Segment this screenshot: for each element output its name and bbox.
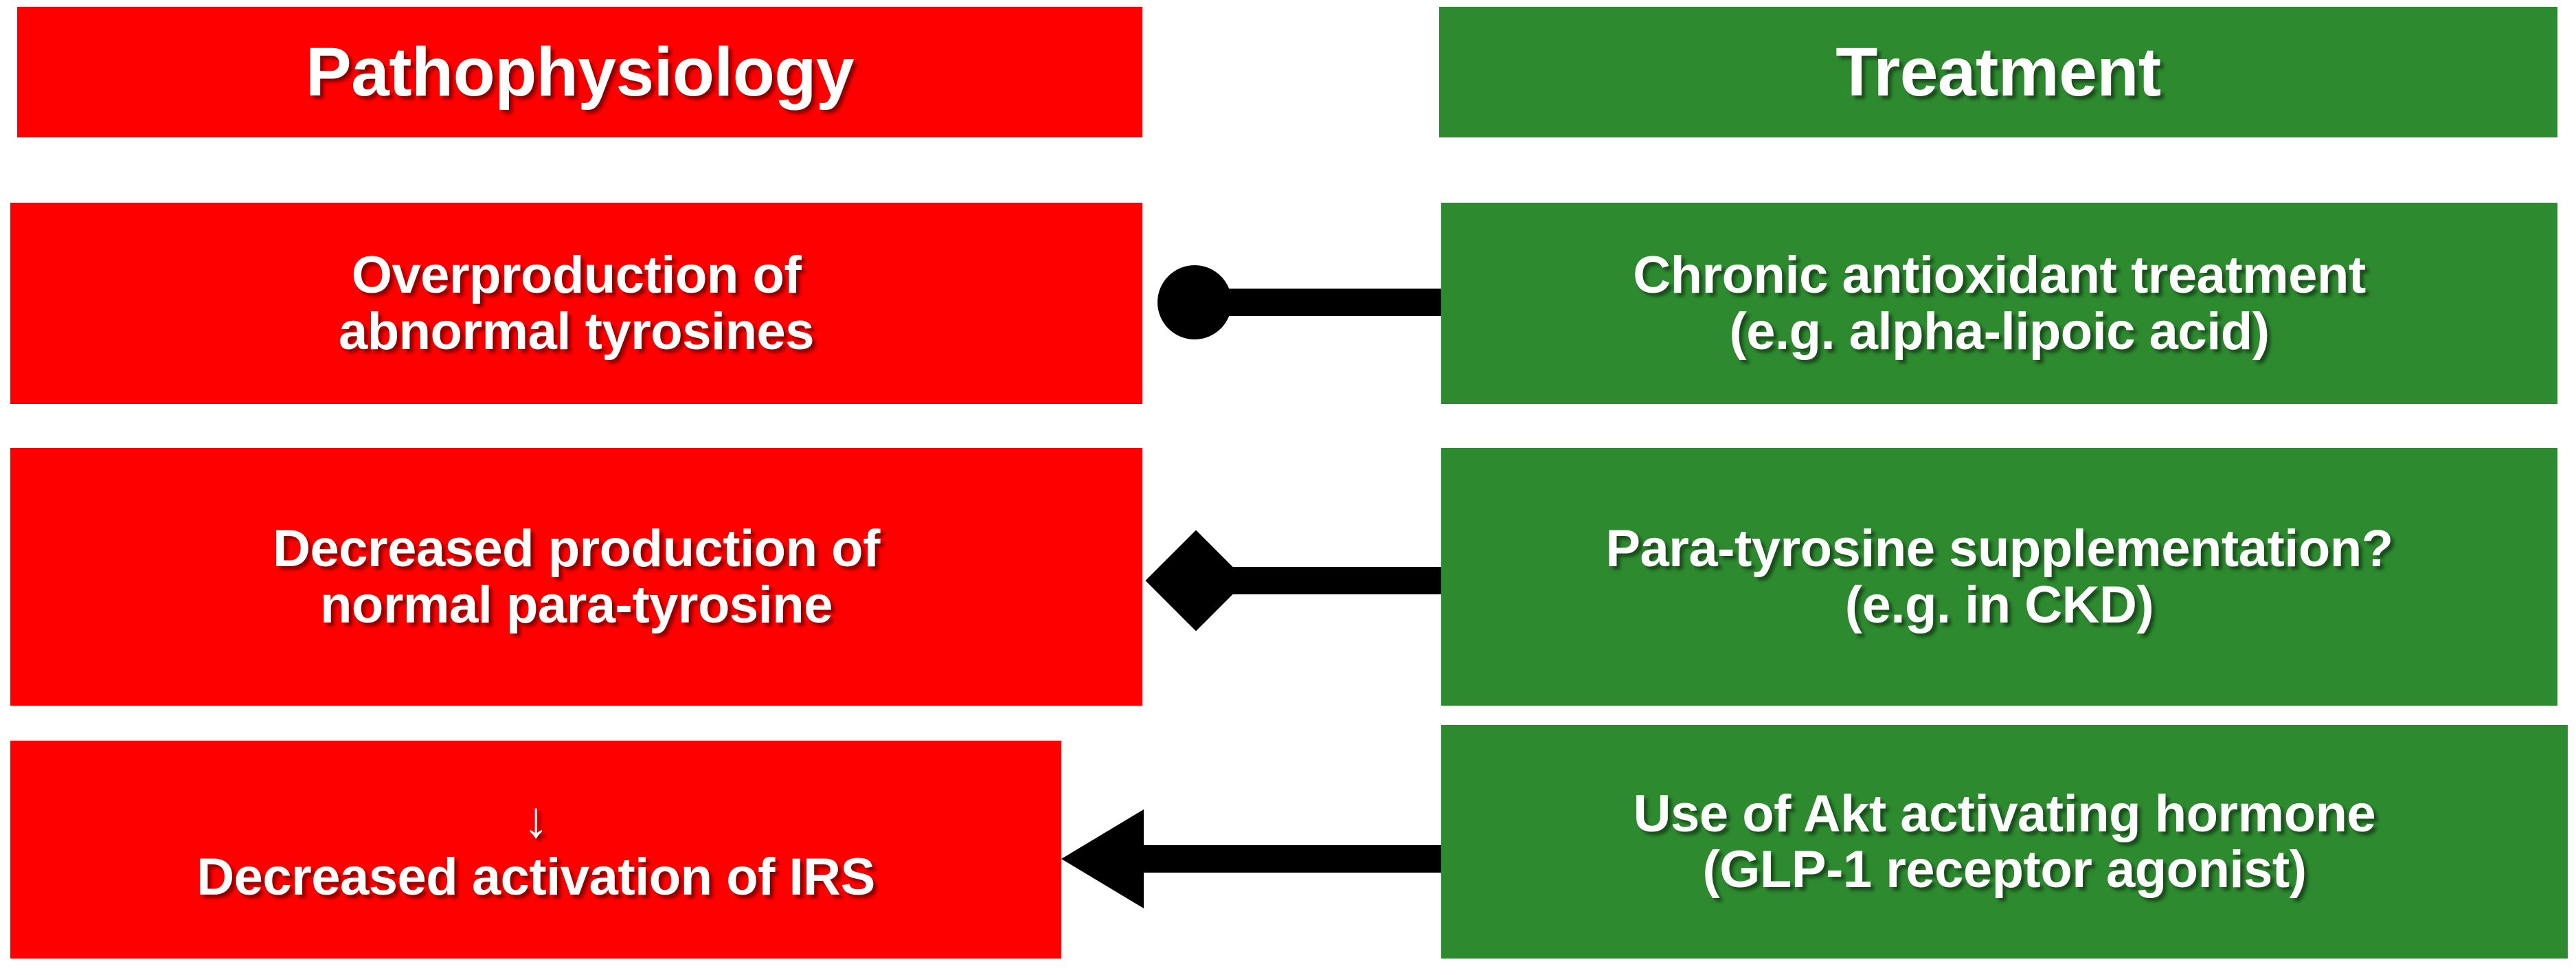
- treatment-box-2-line1: Para-tyrosine supplementation?: [1605, 519, 2393, 579]
- connector-row-3-line: [1144, 845, 1441, 873]
- treatment-box-3: Use of Akt activating hormone (GLP-1 rec…: [1441, 725, 2568, 959]
- treatment-box-1-line1: Chronic antioxidant treatment: [1633, 246, 2366, 305]
- pathophysiology-box-3: ↓ Decreased activation of IRS: [10, 741, 1061, 959]
- treatment-box-2-line2: (e.g. in CKD): [1844, 575, 2154, 634]
- filled-arrowhead-icon: [1061, 809, 1144, 908]
- header-treatment: Treatment: [1439, 7, 2557, 137]
- down-arrow-icon: ↓: [523, 790, 549, 848]
- treatment-box-3-line2: (GLP-1 receptor agonist): [1702, 840, 2307, 899]
- pathophysiology-box-1-line1: Overproduction of: [351, 246, 802, 305]
- treatment-box-3-line1: Use of Akt activating hormone: [1633, 784, 2376, 843]
- header-pathophysiology: Pathophysiology: [17, 7, 1142, 137]
- pathophysiology-box-2-line2: normal para-tyrosine: [320, 575, 833, 634]
- pathophysiology-box-3-line1: Decreased activation of IRS: [196, 847, 875, 906]
- pathophysiology-box-2-line1: Decreased production of: [273, 519, 880, 579]
- filled-circle-icon: [1157, 265, 1232, 339]
- treatment-box-2: Para-tyrosine supplementation? (e.g. in …: [1441, 448, 2557, 706]
- filled-diamond-icon: [1145, 530, 1247, 631]
- connector-row-1-line: [1214, 289, 1441, 316]
- connector-row-2-line: [1218, 567, 1441, 594]
- pathophysiology-box-1-line2: abnormal tyrosines: [338, 302, 815, 361]
- header-pathophysiology-label: Pathophysiology: [305, 33, 855, 111]
- pathophysiology-box-1: Overproduction of abnormal tyrosines: [10, 203, 1142, 404]
- treatment-box-1: Chronic antioxidant treatment (e.g. alph…: [1441, 203, 2557, 404]
- treatment-box-1-line2: (e.g. alpha-lipoic acid): [1729, 302, 2270, 361]
- pathophysiology-box-2: Decreased production of normal para-tyro…: [10, 448, 1142, 706]
- header-treatment-label: Treatment: [1835, 33, 2161, 111]
